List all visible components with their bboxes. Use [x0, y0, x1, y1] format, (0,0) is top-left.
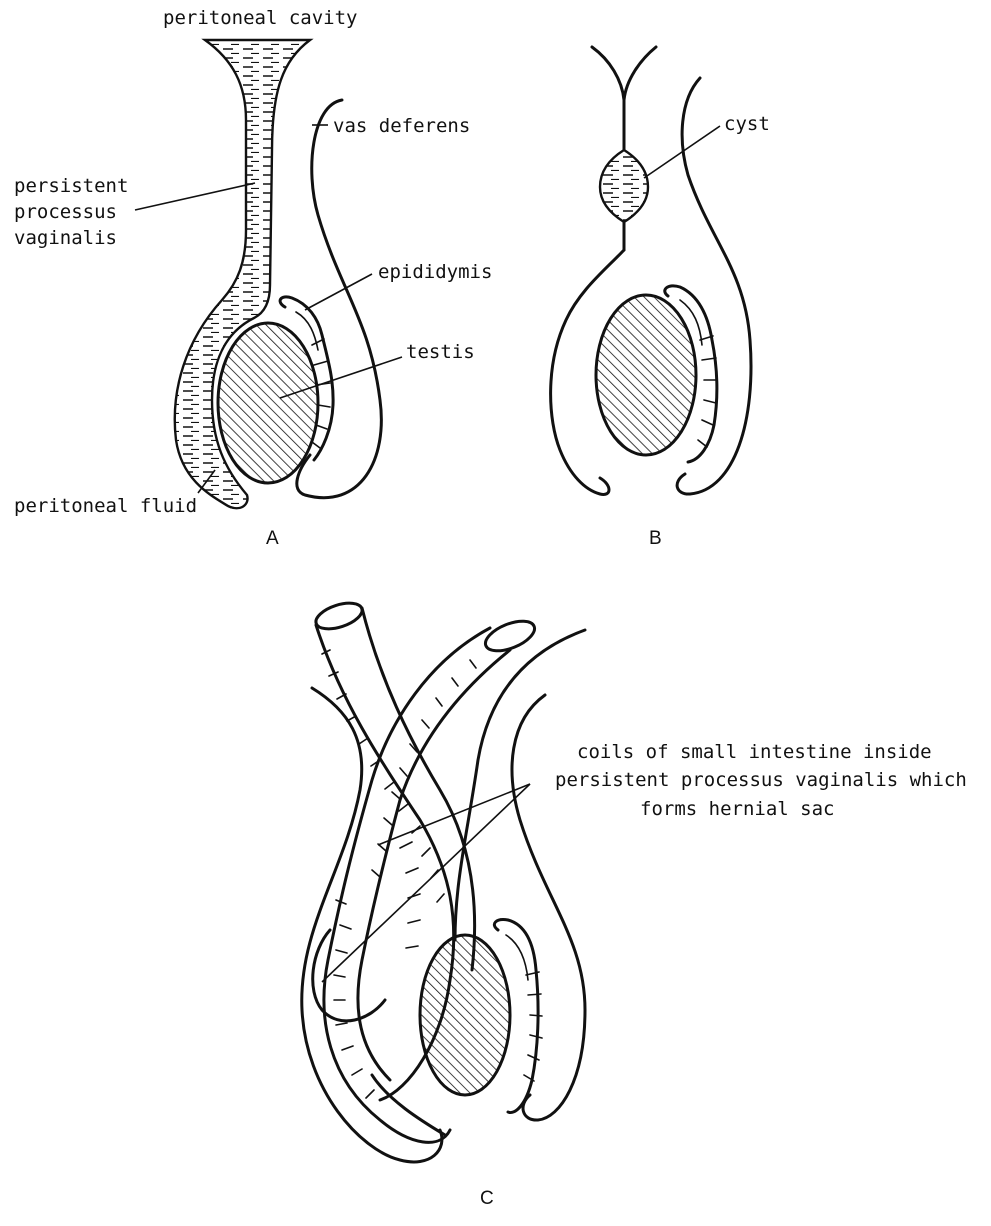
label-cyst: cyst [724, 113, 770, 135]
testis-c [418, 933, 512, 1097]
label-ppv-line-2: processus [14, 201, 117, 223]
processus-vaginalis-a [173, 38, 314, 510]
intestine-loop-lower [311, 928, 447, 1137]
funnel-b [590, 45, 658, 102]
caption-line-3: forms hernial sac [640, 798, 834, 820]
leader-testis [279, 356, 403, 399]
tunica-b [549, 248, 626, 496]
intestine-coil-2 [322, 626, 512, 1144]
testis-a [216, 321, 320, 485]
leader-coils-2 [321, 783, 531, 983]
hernial-sac-left [300, 686, 444, 1164]
intestine-end-2 [483, 619, 537, 653]
panel-a: peritoneal cavity vas deferens persisten… [14, 7, 492, 549]
cyst-b [598, 148, 650, 224]
panel-c: coils of small intestine inside persiste… [300, 601, 967, 1209]
label-ppv-line-1: persistent [14, 175, 128, 197]
leader-peritoneal-fluid [197, 469, 216, 494]
scrotum-outline-c [510, 693, 587, 1122]
intestine-end-1 [314, 601, 364, 631]
panel-b: cyst B [549, 45, 770, 549]
leader-epididymis [304, 273, 373, 311]
panel-label-a: A [266, 528, 279, 549]
label-ppv-line-3: vaginalis [14, 227, 117, 249]
label-testis: testis [406, 341, 475, 363]
leader-coils-1 [377, 783, 531, 846]
testis-b [594, 293, 698, 457]
caption-line-1: coils of small intestine inside [577, 741, 932, 763]
hernial-sac-right [453, 628, 587, 942]
epididymis-b [663, 284, 719, 464]
panel-label-c: C [480, 1188, 494, 1209]
label-peritoneal-cavity: peritoneal cavity [163, 7, 357, 29]
epididymis-a [278, 295, 335, 462]
scrotum-outline-b [675, 76, 753, 496]
label-peritoneal-fluid: peritoneal fluid [14, 495, 197, 517]
scrotum-outline-a [295, 98, 383, 500]
caption-line-2: persistent processus vaginalis which [555, 769, 967, 791]
label-epididymis: epididymis [378, 261, 492, 283]
leader-cyst [643, 125, 721, 179]
epididymis-c [492, 918, 540, 1114]
panel-label-b: B [649, 528, 662, 549]
leader-ppv [134, 182, 256, 211]
label-vas-deferens: vas deferens [333, 115, 470, 137]
